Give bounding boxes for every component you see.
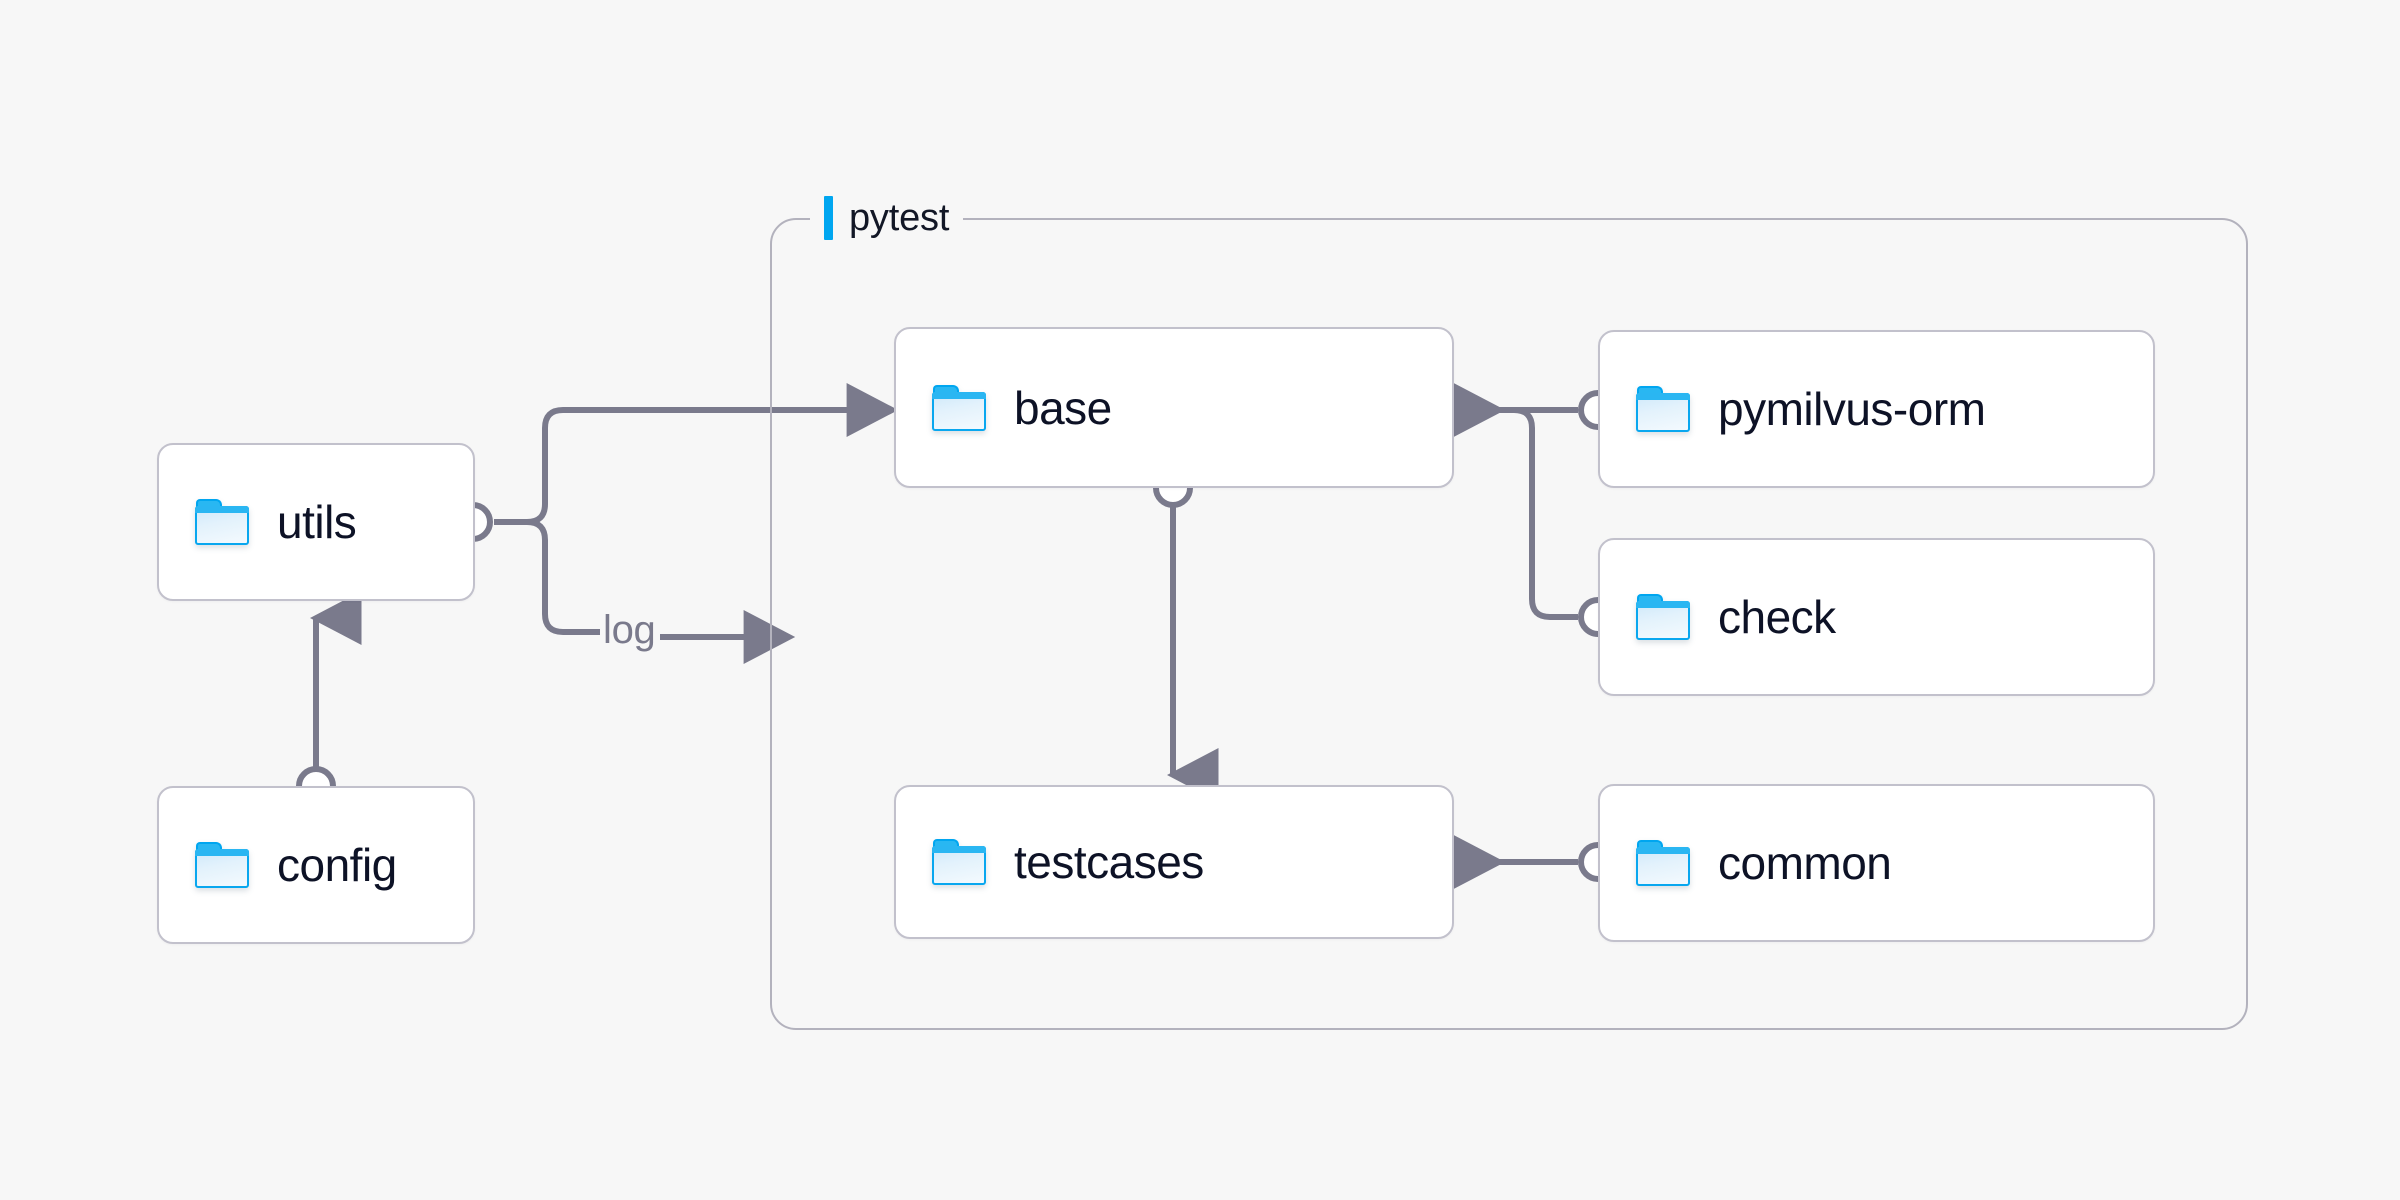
group-pytest[interactable]	[770, 218, 2248, 1030]
node-base-label: base	[1014, 381, 1112, 434]
folder-icon	[932, 839, 986, 885]
edge-label-log: log	[603, 608, 656, 652]
folder-icon	[1636, 386, 1690, 432]
folder-icon	[1636, 840, 1690, 886]
node-check[interactable]: check	[1598, 538, 2155, 696]
node-pymilvus-orm[interactable]: pymilvus-orm	[1598, 330, 2155, 488]
node-base[interactable]: base	[894, 327, 1454, 488]
node-common[interactable]: common	[1598, 784, 2155, 942]
group-pytest-label-text: pytest	[849, 196, 950, 239]
node-pymilvus-orm-label: pymilvus-orm	[1718, 383, 1986, 435]
node-config-label: config	[277, 839, 397, 891]
node-config[interactable]: config	[157, 786, 475, 944]
edge-utils-to-log	[494, 519, 600, 635]
accent-bar-icon	[824, 196, 833, 240]
node-testcases[interactable]: testcases	[894, 785, 1454, 939]
node-utils[interactable]: utils	[157, 443, 475, 601]
node-check-label: check	[1718, 591, 1836, 643]
node-common-label: common	[1718, 837, 1892, 889]
folder-icon	[195, 499, 249, 545]
node-utils-label: utils	[277, 496, 357, 548]
node-testcases-label: testcases	[1014, 836, 1204, 888]
folder-icon	[932, 384, 986, 431]
folder-icon	[1636, 594, 1690, 640]
group-pytest-label: pytest	[810, 196, 964, 240]
folder-icon	[195, 842, 249, 888]
